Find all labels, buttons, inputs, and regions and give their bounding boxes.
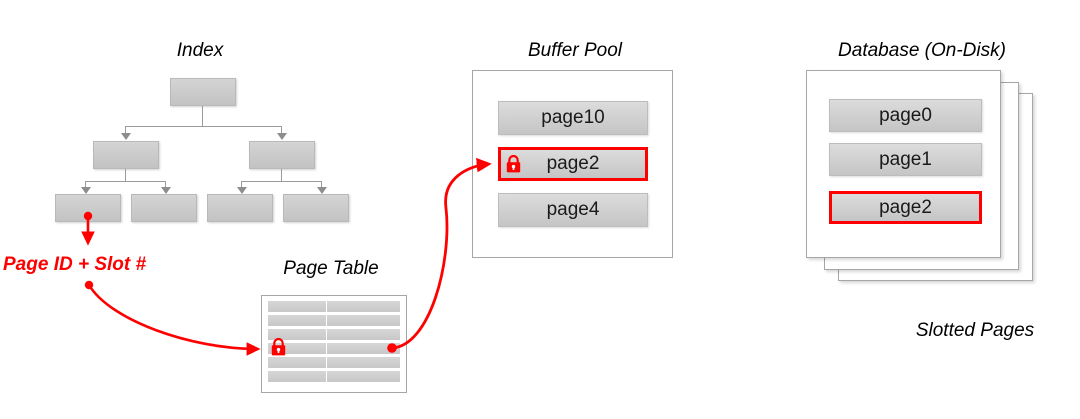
index-edge-internal-left-drop	[125, 126, 126, 134]
page-table-row	[268, 371, 400, 382]
database-title: Database (On-Disk)	[838, 40, 1006, 61]
index-arrow-internal-left	[121, 133, 131, 140]
index-edge-leaf2-drop	[165, 181, 166, 188]
index-edge-leaf3-drop	[241, 181, 242, 188]
page-id-slot-label: Page ID + Slot #	[3, 254, 147, 275]
page-table-title: Page Table	[283, 258, 379, 279]
page-table-row-locked	[268, 343, 400, 354]
index-edge-internal-right-drop	[281, 126, 282, 134]
buffer-pool-page-row: page4	[498, 193, 648, 227]
lock-icon	[505, 154, 522, 173]
index-root-node	[170, 78, 236, 106]
index-arrow-leaf-3	[237, 187, 247, 194]
index-internal-node-2	[249, 141, 315, 169]
arrow-origin-dot-label	[84, 280, 94, 290]
index-arrow-leaf-2	[161, 187, 171, 194]
page-table-column-divider	[326, 301, 327, 382]
index-internal-node-1	[93, 141, 159, 169]
database-page-row-highlighted: page2	[829, 191, 982, 224]
index-leaf-node-4	[283, 194, 349, 222]
index-edge-level1-bus	[125, 126, 281, 127]
slotted-pages-caption: Slotted Pages	[915, 320, 1035, 341]
page-table-row	[268, 329, 400, 340]
index-edge-leaf-bus-right	[241, 181, 321, 182]
arrow-label-to-page-table	[87, 284, 261, 356]
database-page-row: page0	[829, 99, 982, 132]
index-edge-leaf-bus-left	[85, 181, 165, 182]
buffer-pool-page-row-highlighted: page2	[498, 147, 648, 181]
index-edge-leaf4-drop	[321, 181, 322, 188]
index-arrow-leaf-4	[317, 187, 327, 194]
page-table-row	[268, 315, 400, 326]
index-edge-root-stem	[202, 106, 203, 126]
index-leaf-node-1	[55, 194, 121, 222]
index-arrow-leaf-1	[81, 187, 91, 194]
page-table-row	[268, 301, 400, 312]
database-page-row: page1	[829, 143, 982, 176]
buffer-pool-page-row: page10	[498, 101, 648, 135]
index-leaf-node-3	[207, 194, 273, 222]
lock-icon	[270, 337, 287, 356]
index-leaf-node-2	[131, 194, 197, 222]
buffer-pool-title: Buffer Pool	[528, 40, 622, 61]
index-edge-internal1-stem	[125, 169, 126, 181]
index-edge-leaf1-drop	[85, 181, 86, 188]
index-title: Index	[176, 40, 224, 61]
index-edge-internal2-stem	[281, 169, 282, 181]
index-arrow-internal-right	[277, 133, 287, 140]
page-table-row	[268, 357, 400, 368]
